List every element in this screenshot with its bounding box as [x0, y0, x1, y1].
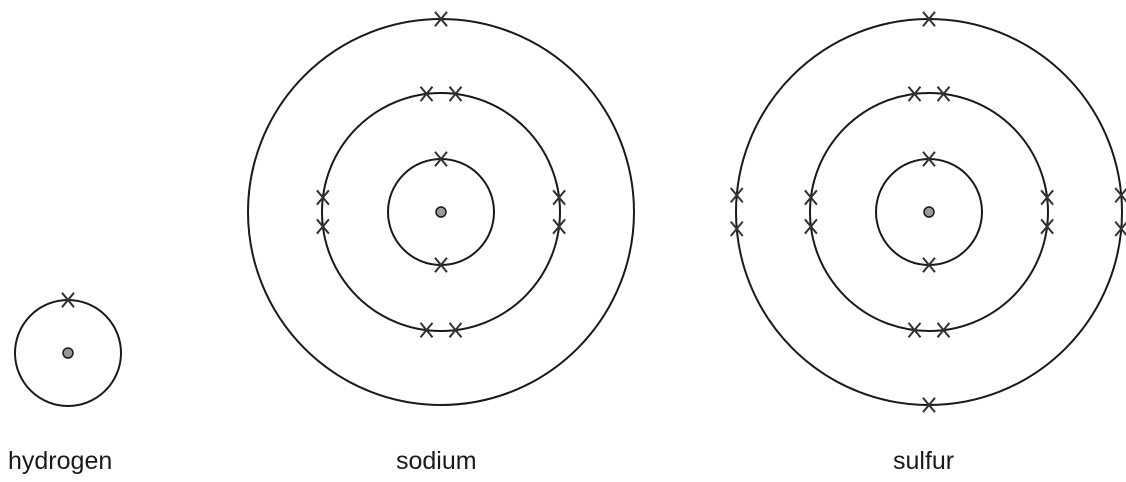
electron-cross — [434, 257, 448, 273]
nucleus-dot — [435, 206, 447, 218]
hydrogen-label: hydrogen — [8, 447, 113, 475]
hydrogen-atom — [14, 292, 122, 407]
electron-shell-2 — [321, 92, 561, 332]
electron-cross — [61, 292, 75, 308]
electron-cross — [1040, 189, 1054, 206]
electron-cross — [448, 322, 463, 338]
sodium-label: sodium — [396, 447, 477, 475]
sodium-atom — [247, 11, 635, 406]
electron-cross — [936, 322, 951, 338]
electron-cross — [804, 189, 818, 206]
electron-shell-2 — [809, 92, 1049, 332]
electron-cross — [922, 11, 936, 27]
nucleus-dot — [923, 206, 935, 218]
sulfur-label: sulfur — [893, 447, 955, 475]
electron-cross — [316, 218, 330, 235]
electron-cross — [922, 257, 936, 273]
electron-cross — [804, 218, 818, 235]
electron-cross — [922, 397, 936, 413]
electron-cross — [907, 322, 922, 338]
electron-cross — [419, 322, 434, 338]
electron-cross — [552, 189, 566, 206]
electron-cross — [448, 86, 463, 102]
electron-cross — [419, 86, 434, 102]
electron-cross — [434, 11, 448, 27]
electron-cross — [729, 187, 744, 204]
sulfur-atom — [729, 11, 1126, 413]
electron-cross — [552, 218, 566, 235]
electron-cross — [936, 86, 951, 102]
electron-cross — [434, 151, 448, 167]
electron-cross — [1040, 218, 1054, 235]
electron-cross — [316, 189, 330, 206]
nucleus-dot — [62, 347, 74, 359]
electron-cross — [922, 151, 936, 167]
electron-cross — [1114, 187, 1126, 204]
electron-cross — [1114, 220, 1126, 237]
electron-cross — [907, 86, 922, 102]
electron-cross — [729, 220, 744, 237]
